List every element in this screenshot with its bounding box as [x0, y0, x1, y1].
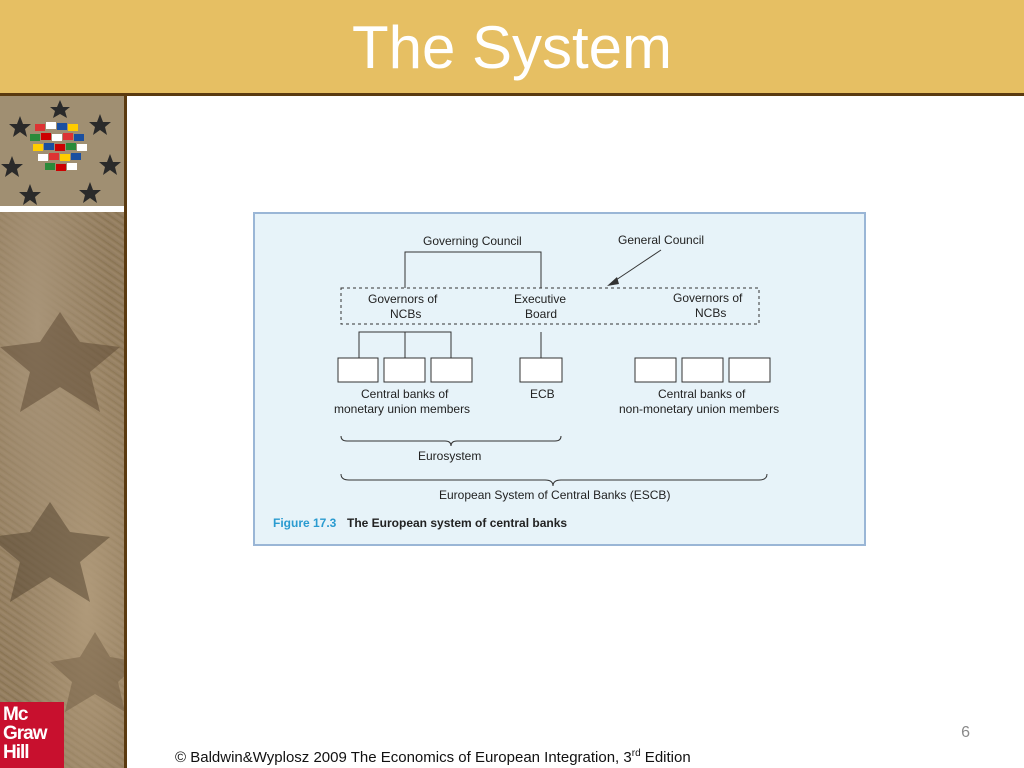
governors-ncbs-right-line2: NCBs: [695, 306, 726, 320]
escb-label: European System of Central Banks (ESCB): [439, 488, 670, 502]
member-bank-box-3: [430, 357, 473, 383]
footer-suffix: Edition: [640, 749, 691, 766]
figure-caption-number: Figure 17.3: [273, 516, 337, 530]
governing-council-bracket: [404, 251, 542, 288]
footer-superscript: rd: [631, 748, 641, 759]
executive-board-line2: Board: [525, 307, 557, 321]
mcgraw-hill-logo: Mc Graw Hill: [0, 702, 64, 768]
figure-caption-text: The European system of central banks: [347, 516, 567, 530]
eu-flags-stars-icon: [0, 96, 124, 206]
title-bar: The System: [0, 0, 1024, 96]
eu-flags-image: [0, 96, 124, 206]
logo-line-3: Hill: [3, 742, 30, 763]
eurosystem-label: Eurosystem: [418, 449, 481, 463]
nonmember-banks-label-line1: Central banks of: [658, 387, 746, 401]
member-bank-box-1: [337, 357, 379, 383]
member-banks-label-line1: Central banks of: [361, 387, 449, 401]
governors-ncbs-left-line1: Governors of: [368, 292, 438, 306]
arrow-head-icon: [607, 277, 619, 286]
sand-star-shapes-icon: [0, 312, 124, 712]
escb-diagram: Governing Council General Council Govern…: [273, 233, 779, 530]
general-council-label: General Council: [618, 233, 704, 247]
panel-divider: [0, 206, 124, 212]
general-council-box: [340, 287, 760, 325]
logo-line-1: Mc: [3, 704, 28, 725]
nonmember-bank-box-1: [634, 357, 677, 383]
nonmember-bank-box-2: [681, 357, 724, 383]
escb-figure: Governing Council General Council Govern…: [253, 212, 866, 546]
nonmember-bank-box-3: [728, 357, 771, 383]
member-banks-label-line2: monetary union members: [334, 402, 470, 416]
escb-brace: [340, 473, 768, 487]
governing-council-label: Governing Council: [423, 234, 522, 248]
member-bank-box-2: [383, 357, 426, 383]
page-number: 6: [961, 724, 970, 741]
eurosystem-brace: [340, 435, 562, 447]
slide-title: The System: [351, 14, 673, 81]
ecb-box: [519, 357, 563, 383]
logo-line-2: Graw: [3, 723, 48, 744]
footer-text: © Baldwin&Wyplosz 2009 The Economics of …: [175, 749, 632, 766]
governors-ncbs-left-line2: NCBs: [390, 307, 421, 321]
nonmember-banks-label-line2: non-monetary union members: [619, 402, 779, 416]
general-council-arrow: [612, 249, 662, 283]
left-decorative-panel: [0, 96, 127, 768]
ecb-label: ECB: [530, 387, 555, 401]
executive-board-line1: Executive: [514, 292, 566, 306]
governors-ncbs-right-line1: Governors of: [673, 291, 743, 305]
footer-copyright: © Baldwin&Wyplosz 2009 The Economics of …: [175, 748, 691, 766]
sand-stars-image: [0, 212, 124, 768]
